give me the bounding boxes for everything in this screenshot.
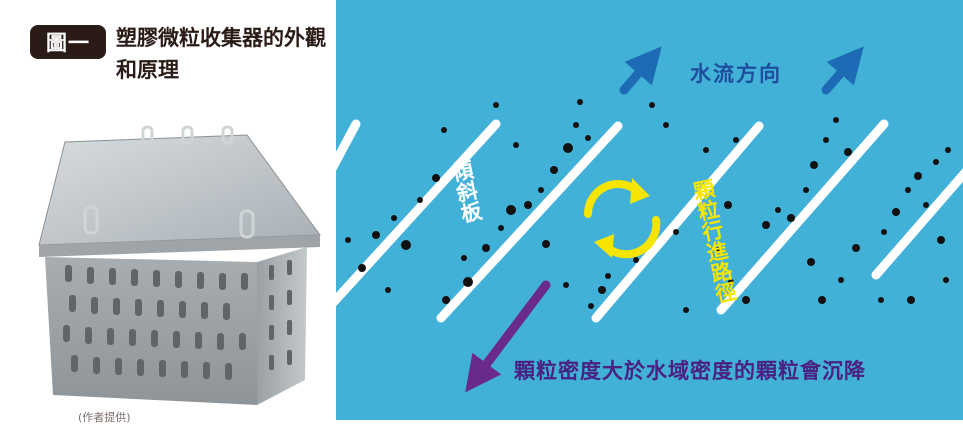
photo-credit: (作者提供) [78,411,131,424]
settling-caption: 顆粒密度大於水域密度的顆粒會沉降 [514,359,866,383]
flow-direction-arrows [619,46,864,95]
inclined-plates [336,119,963,323]
flow-arrow [619,46,662,95]
collector-photo [38,125,321,405]
settling-diagram: 水流方向 傾斜板 顆粒行進路徑 顆粒密度大於水域密度的顆粒會沉降 [336,0,963,420]
cycle-arrowheads [594,178,650,258]
plate [871,168,963,280]
figure-badge: 圖一 [30,25,106,59]
plate [336,119,361,171]
settling-arrow [465,280,551,393]
figure-title: 塑膠微粒收集器的外觀和原理 [116,26,326,82]
plate [591,121,764,323]
flow-direction-label: 水流方向 [690,62,782,86]
particle-cycle-arrows [584,180,661,259]
figure-panel: 圖一 塑膠微粒收集器的外觀和原理 [0,0,330,433]
plate [336,119,501,307]
plate [716,119,889,315]
flow-arrow [821,46,864,95]
particles [345,99,951,313]
